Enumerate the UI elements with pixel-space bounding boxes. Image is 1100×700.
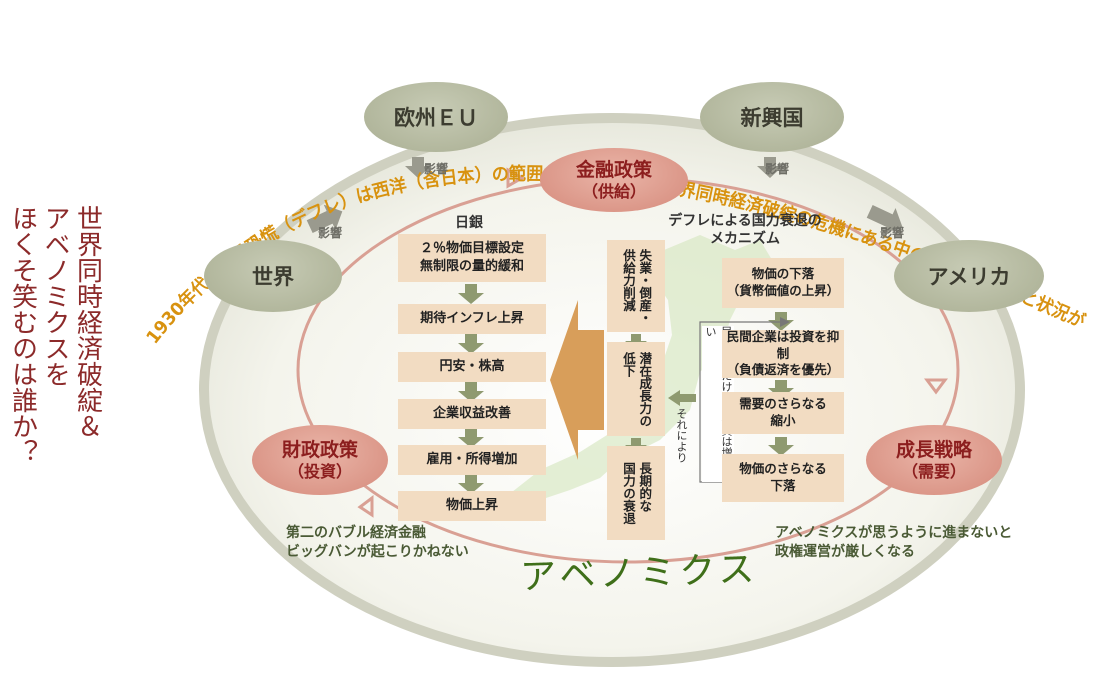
node-world: 世界: [204, 240, 342, 312]
fiscal-policy-sub: （投資）: [287, 461, 352, 481]
influence-label-america: 影響: [880, 226, 905, 240]
question-line-1: 世界同時経済破綻＆: [72, 205, 103, 439]
boj-step-5: 雇用・所得増加: [398, 445, 546, 475]
node-growth-strategy: 成長戦略 （需要）: [866, 425, 1002, 495]
small-left-arrow: [668, 390, 696, 406]
question-line-2: アベノミクスを: [40, 205, 70, 387]
node-america: アメリカ: [894, 240, 1044, 312]
monetary-policy-sub: （供給）: [581, 181, 646, 201]
japan-map: [512, 235, 775, 500]
deflation-heading: デフレによる国力衰退の メカニズム: [668, 213, 822, 248]
influence-arrow-america: [866, 205, 903, 234]
influence-arrow-world: [306, 204, 343, 233]
ring-arrow-top: [506, 167, 526, 189]
boj-step-2: 期待インフレ上昇: [398, 304, 546, 334]
boj-heading: 日銀: [455, 215, 483, 231]
abenomics-label: アベノミクス: [519, 548, 759, 599]
growth-strategy-sub: （需要）: [901, 461, 966, 481]
fiscal-policy-title: 財政政策: [281, 439, 358, 461]
influence-label-europe: 影響: [424, 162, 449, 176]
political-risk-note: アベノミクスが思うように進まないと 政権運営が厳しくなる: [775, 525, 1013, 560]
node-europe-eu: 欧州ＥＵ: [364, 82, 508, 152]
side-note-therefore: それにより: [675, 408, 688, 463]
monetary-policy-title: 金融政策: [575, 159, 652, 181]
deflation-loop-line: [699, 321, 780, 483]
boj-chain-arrows: [458, 284, 484, 494]
vertical-box-long-term-decline: 長期的な 国力の衰退: [607, 446, 665, 540]
influence-label-world: 影響: [318, 226, 343, 240]
node-emerging-countries: 新興国: [700, 82, 844, 152]
influence-arrow-europe: [405, 157, 431, 178]
influence-label-emerging: 影響: [765, 162, 790, 176]
node-monetary-policy: 金融政策 （供給）: [540, 148, 688, 212]
deflation-step-3: 需要のさらなる 縮小: [722, 392, 844, 434]
left-question: 世界同時経済破綻＆ アベノミクスを ほくそ笑むのは誰か？: [6, 205, 104, 625]
boj-step-4: 企業収益改善: [398, 399, 546, 429]
boj-step-3: 円安・株高: [398, 352, 546, 382]
boj-step-1: ２％物価目標設定 無制限の量的緩和: [398, 234, 546, 282]
node-fiscal-policy: 財政政策 （投資）: [252, 425, 388, 495]
big-left-arrow: [550, 300, 604, 460]
deflation-step-1: 物価の下落 （貨幣価値の上昇）: [722, 258, 844, 308]
deflation-step-2: 民間企業は投資を抑制 （負債返済を優先）: [722, 329, 844, 378]
ring-arrow-bottom: [357, 495, 374, 518]
vertical-box-potential-growth: 潜在成長力の 低下: [607, 342, 665, 436]
deflation-step-4: 物価のさらなる 下落: [722, 454, 844, 502]
bubble-risk-note: 第二のバブル経済金融 ビッグバンが起こりかねない: [286, 525, 469, 560]
vertical-box-unemployment: 失業・倒産・ 供給力削減: [607, 240, 665, 332]
ring-arrow-right: [924, 378, 948, 395]
growth-strategy-title: 成長戦略: [895, 439, 972, 461]
deflation-loop-arrowhead: [780, 317, 790, 327]
question-line-3: ほくそ笑むのは誰か？: [7, 205, 38, 465]
influence-arrow-emerging: [757, 157, 783, 178]
boj-step-6: 物価上昇: [398, 491, 546, 521]
